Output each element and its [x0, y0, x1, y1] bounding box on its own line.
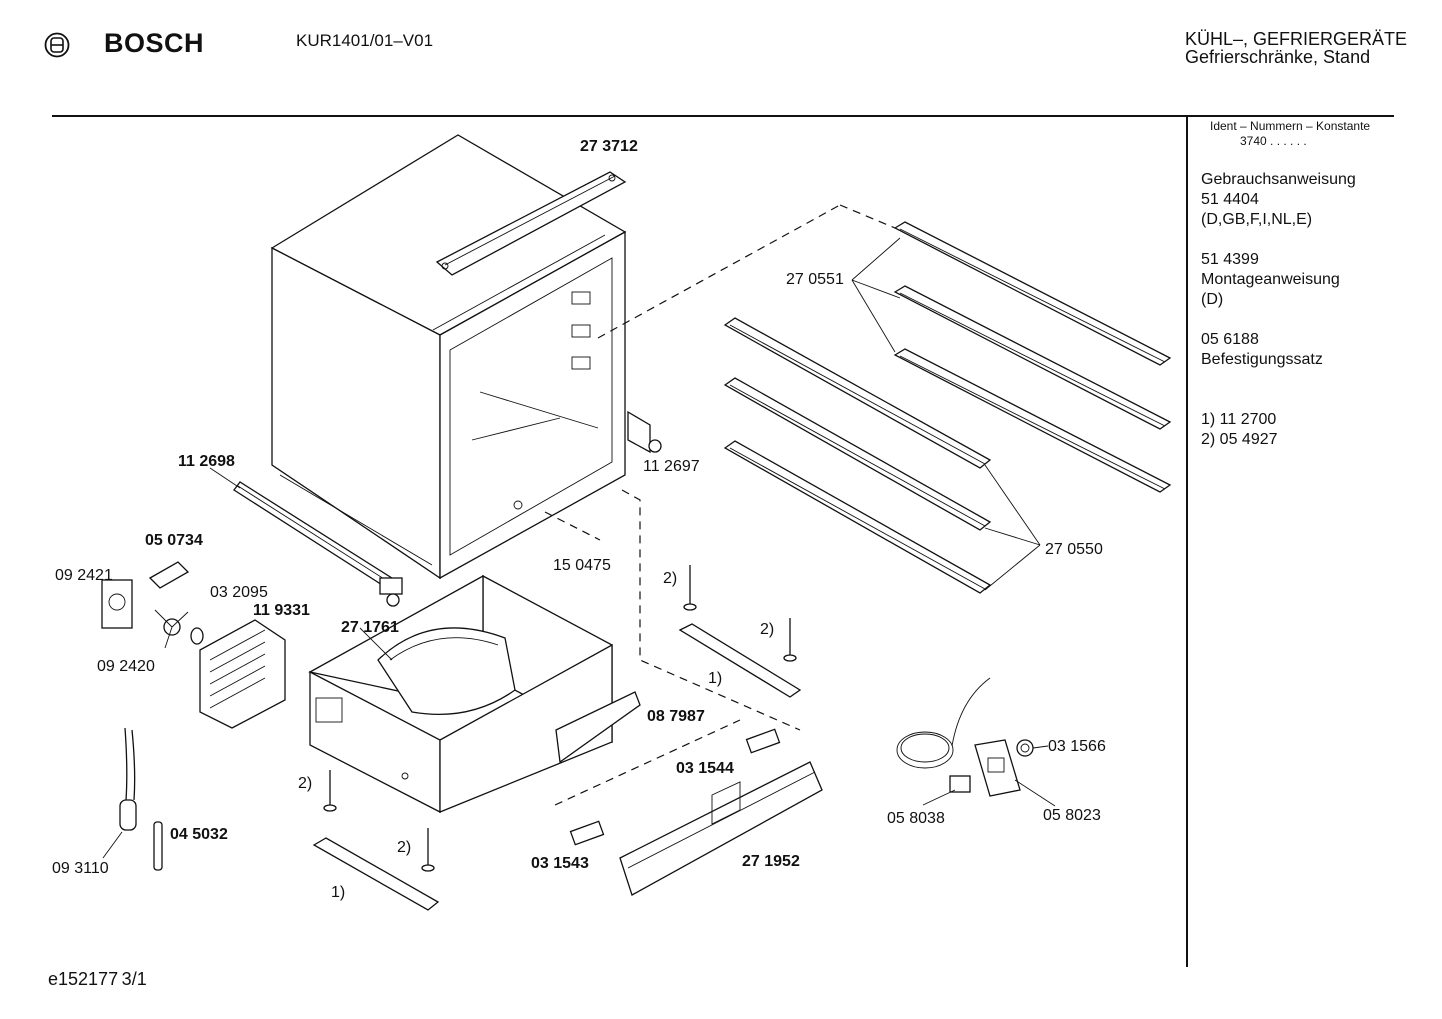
part-label-045032: 04 5032: [170, 826, 228, 843]
sidebar-line: (D): [1201, 291, 1224, 308]
sidebar-divider: [1186, 117, 1188, 967]
drawer-slide-group-upper: [893, 221, 1172, 493]
part-label-093110: 09 3110: [52, 860, 109, 877]
clip-part: [745, 728, 781, 754]
sidebar-line: Montageanweisung: [1201, 271, 1340, 288]
part-label-058023: 05 8023: [1043, 807, 1101, 824]
part-label-271761: 27 1761: [341, 619, 399, 636]
category-subtitle: Gefrierschränke, Stand: [1185, 47, 1371, 67]
model-number: KUR1401/01–V01: [296, 31, 434, 50]
sidebar-line: Befestigungssatz: [1201, 351, 1323, 368]
top-rail-part: [435, 171, 627, 276]
brand-name: BOSCH: [104, 28, 205, 58]
screw-bracket-parts: [312, 565, 802, 911]
part-label-273712: 27 3712: [580, 138, 638, 155]
sidebar-line: 1) 11 2700: [1201, 411, 1277, 428]
cabinet-body: [270, 134, 627, 580]
part-label-032095: 03 2095: [210, 584, 268, 601]
thermostat-parts: [896, 677, 1034, 797]
part-label-112697: 11 2697: [643, 458, 700, 475]
sidebar-line: Gebrauchsanweisung: [1201, 171, 1356, 188]
bosch-logo-icon: [44, 32, 70, 58]
note-label-1: 1): [331, 884, 345, 901]
sidebar-line: 05 6188: [1201, 331, 1259, 348]
part-label-087987: 08 7987: [647, 708, 705, 725]
part-label-119331: 11 9331: [253, 602, 310, 619]
part-label-031543: 03 1543: [531, 855, 589, 872]
hinge-part: [627, 410, 662, 454]
hinge-rail-part: [233, 481, 403, 607]
note-label-2: 2): [760, 621, 774, 638]
part-label-092420: 09 2420: [97, 658, 155, 675]
drawer-slide-group-lower: [723, 317, 992, 594]
sidebar-line: 51 4399: [1201, 251, 1259, 268]
sensor-parts: [119, 727, 163, 871]
kick-plate-part: [619, 761, 823, 896]
sidebar-line: 51 4404: [1201, 191, 1259, 208]
clip-part: [569, 820, 605, 846]
header-divider: [52, 115, 1394, 117]
note-label-2: 2): [397, 839, 411, 856]
part-label-031566: 03 1566: [1048, 738, 1106, 755]
note-label-2: 2): [298, 775, 312, 792]
front-panel-part: [555, 691, 641, 764]
part-label-058038: 05 8038: [887, 810, 945, 827]
ident-label: Ident – Nummern – Konstante: [1210, 119, 1371, 133]
part-label-031544: 03 1544: [676, 760, 734, 777]
sidebar-line: (D,GB,F,I,NL,E): [1201, 211, 1313, 228]
part-label-092421: 09 2421: [55, 567, 113, 584]
exploded-parts-diagram: 27 3712 27 0551 27 0550 11 2698 11 2697 …: [52, 134, 1172, 911]
drawing-code: e152177 3/1: [48, 969, 147, 989]
part-label-050734: 05 0734: [145, 532, 203, 549]
fan-assembly-parts: [101, 561, 286, 729]
part-label-271952: 27 1952: [742, 853, 800, 870]
category-title: KÜHL–, GEFRIERGERÄTE: [1185, 29, 1408, 49]
note-label-1: 1): [708, 670, 722, 687]
part-label-112698: 11 2698: [178, 453, 235, 470]
basket-part: [377, 627, 516, 715]
sidebar-line: 2) 05 4927: [1201, 431, 1278, 448]
ident-value: 3740 . . . . . .: [1240, 134, 1307, 148]
part-label-150475: 15 0475: [553, 557, 611, 574]
note-label-2: 2): [663, 570, 677, 587]
part-label-270551: 27 0551: [786, 271, 844, 288]
part-label-270550: 27 0550: [1045, 541, 1103, 558]
